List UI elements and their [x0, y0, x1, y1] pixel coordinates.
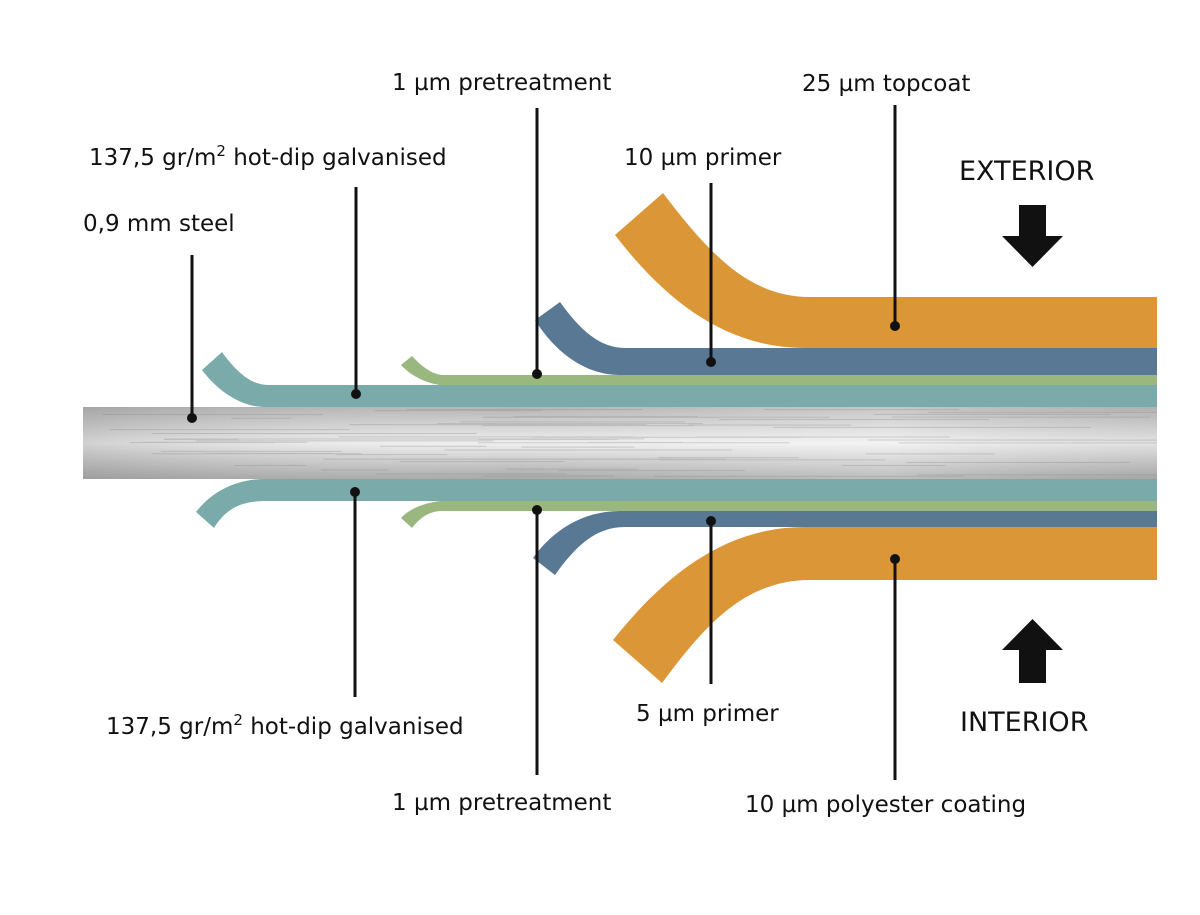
leader-pretreatment-bottom: [532, 505, 542, 775]
label-galvanised-top: 137,5 gr/m2 hot-dip galvanised: [89, 142, 447, 171]
label-galvanised-bottom: 137,5 gr/m2 hot-dip galvanised: [106, 711, 464, 740]
pretreatment-layer-bottom: [401, 501, 1157, 528]
galvanised-layer-top: [202, 352, 1157, 407]
leader-polyester: [890, 554, 900, 780]
label-primer-bottom: 5 µm primer: [636, 701, 779, 727]
topcoat-layer-top: [615, 193, 1157, 348]
label-pretreatment-bottom: 1 µm pretreatment: [392, 790, 611, 816]
primer-layer-bottom: [533, 511, 1157, 575]
label-topcoat: 25 µm topcoat: [802, 71, 970, 97]
label-steel: 0,9 mm steel: [83, 211, 235, 237]
galvanised-layer-bottom: [196, 479, 1157, 528]
topcoat-layer-bottom: [613, 527, 1157, 683]
label-interior: INTERIOR: [960, 707, 1088, 738]
label-exterior: EXTERIOR: [959, 156, 1094, 187]
leader-primer-bottom: [706, 516, 716, 684]
label-polyester: 10 µm polyester coating: [745, 792, 1026, 818]
interior-arrow-up-icon: [1002, 619, 1063, 683]
leader-primer-top: [706, 183, 716, 367]
leader-topcoat: [890, 105, 900, 331]
leader-pretreatment-top: [532, 108, 542, 379]
label-pretreatment-top: 1 µm pretreatment: [392, 70, 611, 96]
pretreatment-layer-top: [401, 356, 1157, 385]
primer-layer-top: [535, 302, 1157, 375]
leader-galvanised-bottom: [350, 487, 360, 697]
leader-galvanised-top: [351, 187, 361, 399]
label-primer-top: 10 µm primer: [624, 145, 782, 171]
exterior-arrow-down-icon: [1002, 205, 1063, 267]
steel-core: [83, 407, 1157, 479]
leader-steel: [187, 255, 197, 423]
